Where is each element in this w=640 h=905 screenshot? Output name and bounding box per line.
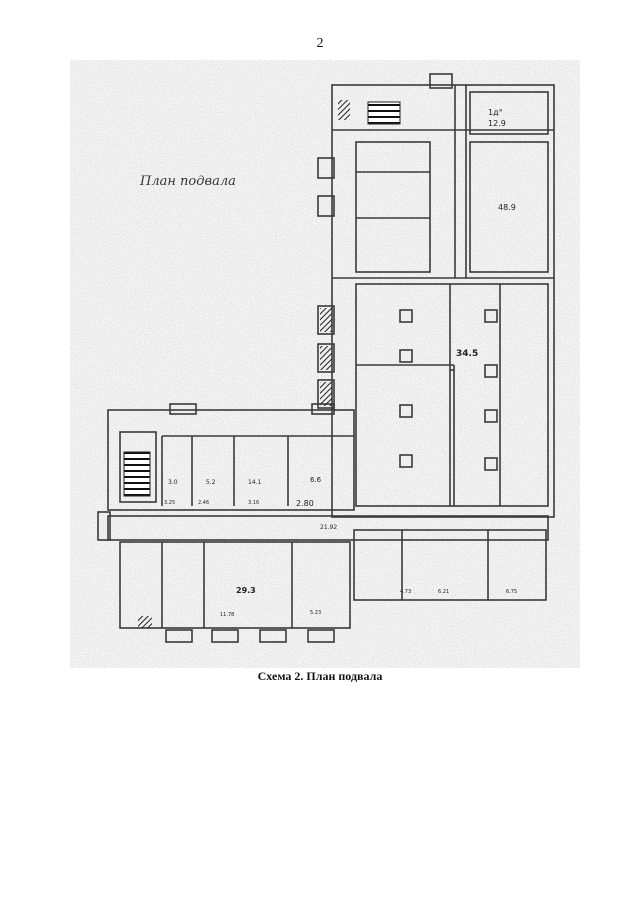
dim-5-23: 5.23: [310, 610, 321, 616]
hatched-wall-1: [338, 100, 350, 120]
hatched-wall-4: [320, 382, 332, 406]
dim-6-6: 6.6: [310, 476, 322, 484]
label-area-3: 14.1: [248, 479, 262, 486]
label-small-a: 1д°: [488, 108, 503, 117]
plan-title-handwritten: План подвала: [139, 174, 236, 189]
hatched-wall-2: [320, 308, 332, 332]
dim-4-73: 4.73: [400, 589, 411, 595]
stairs-top: [367, 101, 401, 125]
dim-2-46: 2.46: [198, 500, 209, 506]
dim-11-78: 11.78: [220, 612, 234, 618]
figure-caption: Схема 2. План подвала: [257, 669, 383, 683]
right-wing-outline: [331, 84, 555, 518]
bottom-right-rooms: [353, 529, 547, 601]
dim-6-75: 6.75: [506, 589, 517, 595]
dim-3-16: 3.16: [248, 500, 259, 506]
big-hall: [355, 283, 549, 507]
label-corridor-dim: 21.92: [320, 524, 337, 531]
room-small-top-right: [469, 91, 549, 135]
dim-3-25: 3.25: [164, 500, 175, 506]
label-area-2: 5.2: [206, 479, 216, 486]
room-large-top-right: [469, 141, 549, 273]
bottom-left-rooms: [119, 541, 351, 629]
hatched-wall-3: [320, 346, 332, 370]
dim-2-80: 2.80: [296, 499, 314, 508]
label-bottom-area: 29.3: [236, 586, 256, 595]
top-entrance: [429, 73, 453, 89]
stairs-left: [123, 451, 151, 497]
stair-block-left: [119, 431, 157, 503]
left-entrance: [97, 511, 111, 541]
floor-plan-drawing: План подвала 1д° 12.9 48.9 3.0 5.2 14.1 …: [70, 60, 580, 668]
left-wing-top: [107, 409, 355, 511]
label-center-area: 34.5: [456, 349, 478, 359]
hatched-wall-5: [138, 616, 152, 628]
label-area-1: 3.0: [168, 479, 178, 486]
label-small-b: 12.9: [488, 119, 506, 128]
page-number: 2: [316, 36, 324, 51]
dim-6-21: 6.21: [438, 589, 449, 595]
corridor: [107, 515, 549, 541]
basement-floor-plan: План подвала 1д° 12.9 48.9 3.0 5.2 14.1 …: [70, 60, 580, 668]
room-stack-left: [355, 141, 431, 273]
label-large: 48.9: [498, 203, 516, 212]
